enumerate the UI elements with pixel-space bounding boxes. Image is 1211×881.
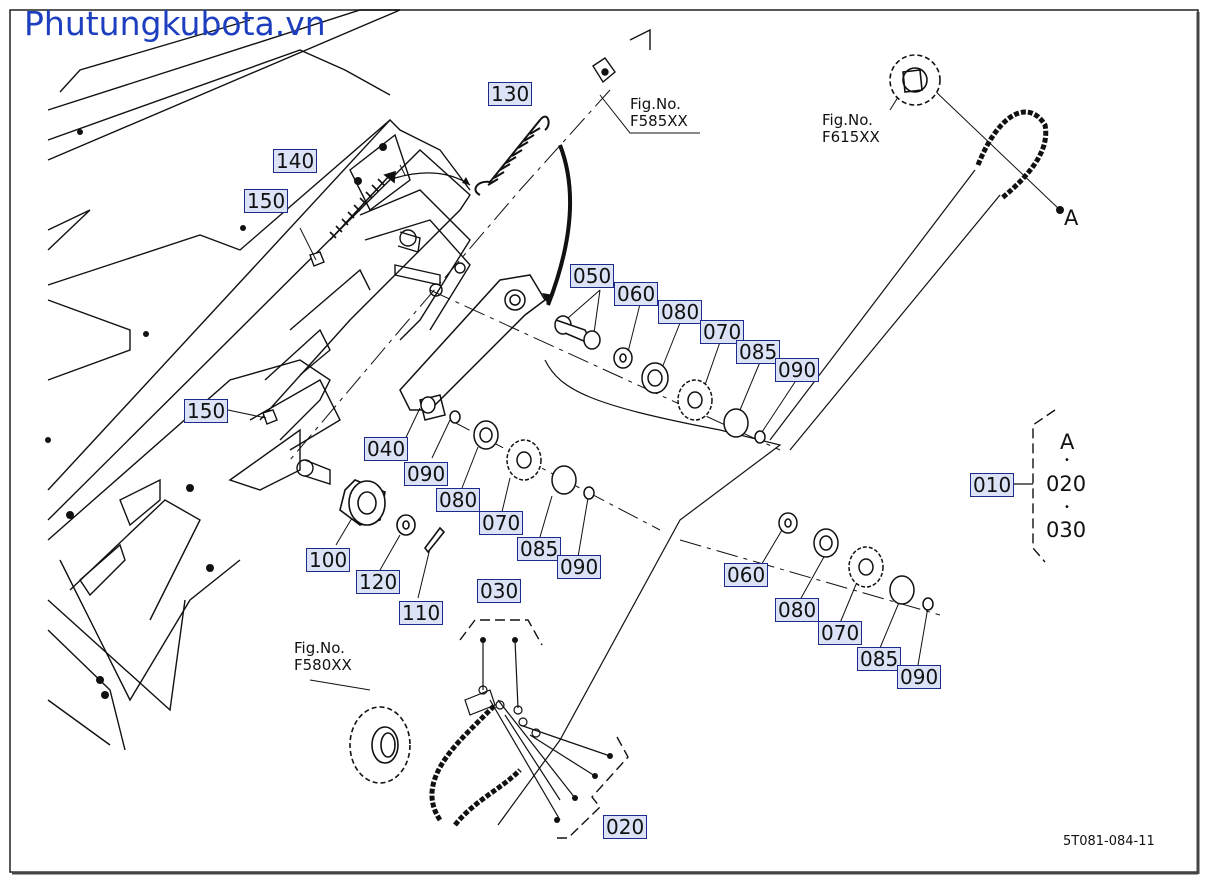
figure-ref-label: Fig.No.	[822, 111, 873, 129]
callout-140[interactable]: 140	[273, 149, 318, 173]
callout-120[interactable]: 120	[356, 570, 401, 594]
figure-ref-code: F580XX	[294, 656, 352, 674]
callout-150[interactable]: 150	[184, 399, 229, 423]
roller-chain	[429, 109, 1049, 827]
callout-070[interactable]: 070	[479, 511, 524, 535]
callout-030[interactable]: 030	[477, 579, 522, 603]
figure-ref-f585[interactable]: Fig.No. F585XX	[630, 96, 688, 130]
callout-060[interactable]: 060	[614, 282, 659, 306]
roller-group	[339, 479, 446, 554]
figure-ref-code: F615XX	[822, 128, 880, 146]
callout-080[interactable]: 080	[658, 300, 703, 324]
callout-090[interactable]: 090	[897, 665, 942, 689]
lower-sprocket	[349, 706, 411, 784]
callout-020[interactable]: 020	[603, 815, 648, 839]
upper-bearing-stack	[554, 315, 766, 444]
callout-090[interactable]: 090	[404, 462, 449, 486]
callout-085[interactable]: 085	[736, 340, 781, 364]
chain-links	[464, 639, 611, 821]
chain-marker: A	[1064, 206, 1079, 230]
figure-ref-label: Fig.No.	[630, 95, 681, 113]
drawing-code: 5T081-084-11	[1063, 834, 1155, 849]
callout-110[interactable]: 110	[399, 601, 444, 625]
kit-item-020: 020	[1046, 472, 1087, 496]
lower-bearing-stack	[778, 512, 934, 611]
nuts-150	[262, 251, 325, 425]
figure-ref-f580[interactable]: Fig.No. F580XX	[294, 640, 352, 674]
pivot-shafts	[296, 229, 466, 485]
kit-item-030: 030	[1046, 518, 1087, 542]
callout-085[interactable]: 085	[517, 537, 562, 561]
callout-150[interactable]: 150	[244, 189, 289, 213]
upper-sprocket	[889, 54, 941, 106]
callout-080[interactable]: 080	[436, 488, 481, 512]
figure-ref-label: Fig.No.	[294, 639, 345, 657]
watermark: Phutungkubota.vn	[24, 4, 326, 43]
bracket-f585	[592, 28, 651, 84]
callout-010[interactable]: 010	[970, 473, 1015, 497]
callout-070[interactable]: 070	[818, 621, 863, 645]
callout-090[interactable]: 090	[775, 358, 820, 382]
motion-arrow	[546, 144, 573, 306]
chain-part-dots	[480, 206, 1064, 823]
tension-arm	[399, 274, 546, 421]
group-brackets	[459, 409, 1056, 839]
callout-130[interactable]: 130	[488, 82, 533, 106]
bolt-140	[329, 170, 396, 241]
kit-title: A	[1060, 430, 1075, 454]
middle-bearing-stack	[420, 396, 595, 500]
spring-130	[474, 115, 550, 196]
callout-050[interactable]: 050	[570, 264, 615, 288]
kit-bullet: •	[1064, 502, 1070, 513]
callout-100[interactable]: 100	[306, 548, 351, 572]
leader-lines	[227, 77, 1061, 691]
frame-bolts	[45, 129, 387, 699]
callout-090[interactable]: 090	[557, 555, 602, 579]
callout-040[interactable]: 040	[364, 437, 409, 461]
figure-ref-code: F585XX	[630, 112, 688, 130]
kit-bullet: •	[1064, 455, 1070, 466]
callout-085[interactable]: 085	[857, 647, 902, 671]
callout-060[interactable]: 060	[724, 563, 769, 587]
chain-path-line	[497, 359, 782, 826]
machine-frame	[47, 9, 471, 751]
callout-080[interactable]: 080	[775, 598, 820, 622]
figure-ref-f615[interactable]: Fig.No. F615XX	[822, 112, 880, 146]
